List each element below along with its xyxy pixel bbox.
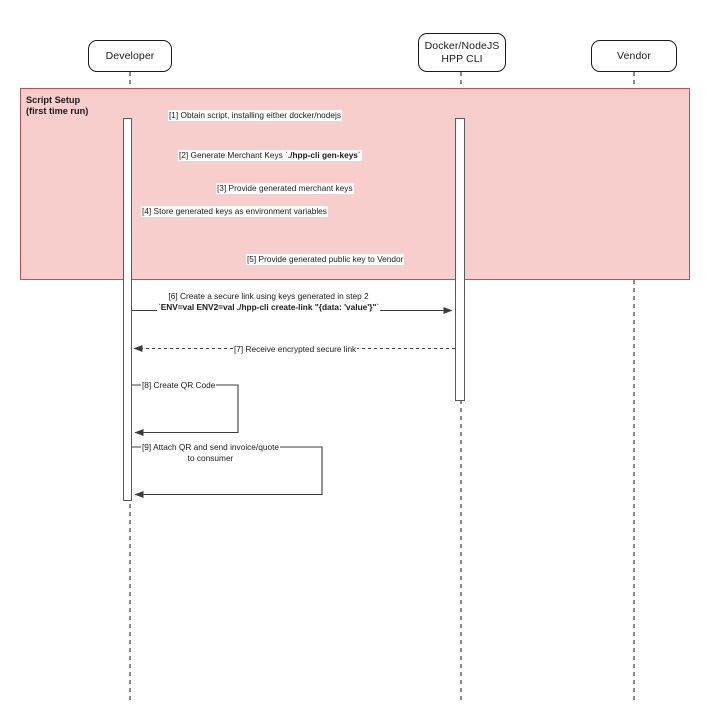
message-label-6-line2: `ENV=val ENV2=val ./hpp-cli create-link … <box>158 302 379 313</box>
activation-bar-developer <box>123 118 132 501</box>
fragment-label-line2: (first time run) <box>26 106 89 116</box>
message-label-2-plain: [2] Generate Merchant Keys ` <box>179 150 288 160</box>
message-label-9-line1: [9] Attach QR and send invoice/quote <box>142 442 279 452</box>
message-label-2: [2] Generate Merchant Keys `./hpp-cli ge… <box>178 150 362 161</box>
message-label-6-command: ENV=val ENV2=val ./hpp-cli create-link "… <box>160 301 377 312</box>
message-label-9-line2: to consumer <box>187 452 234 463</box>
participant-developer[interactable]: Developer <box>88 40 172 72</box>
fragment-label-line1: Script Setup <box>26 95 81 105</box>
message-label-2-tail: ` <box>357 150 361 160</box>
participant-hpp-cli[interactable]: Docker/NodeJS HPP CLI <box>418 33 506 72</box>
message-label-6-backtick-close: ` <box>376 301 380 312</box>
message-label-1: [1] Obtain script, installing either doc… <box>168 110 343 121</box>
message-label-3: [3] Provide generated merchant keys <box>216 183 354 194</box>
participant-hpp-cli-label-line2: HPP CLI <box>441 52 483 65</box>
message-label-6-backtick-open: ` <box>158 301 161 312</box>
fragment-script-setup <box>20 88 690 280</box>
participant-vendor[interactable]: Vendor <box>591 40 677 72</box>
participant-hpp-cli-label-line1: Docker/NodeJS <box>424 39 500 52</box>
message-label-7: [7] Receive encrypted secure link <box>233 344 358 355</box>
activation-bar-hpp-cli <box>455 118 465 401</box>
message-label-6-line1: [6] Create a secure link using keys gene… <box>168 291 369 301</box>
message-arrow-8 <box>131 384 239 436</box>
message-label-2-bold: ./hpp-cli gen-keys <box>287 150 358 160</box>
participant-developer-label: Developer <box>105 49 155 62</box>
message-label-8: [8] Create QR Code <box>141 380 217 391</box>
message-label-4: [4] Store generated keys as environment … <box>141 206 328 217</box>
message-label-5: [5] Provide generated public key to Vend… <box>246 254 405 265</box>
message-label-6: [6] Create a secure link using keys gene… <box>157 291 381 313</box>
participant-vendor-label: Vendor <box>617 49 651 62</box>
